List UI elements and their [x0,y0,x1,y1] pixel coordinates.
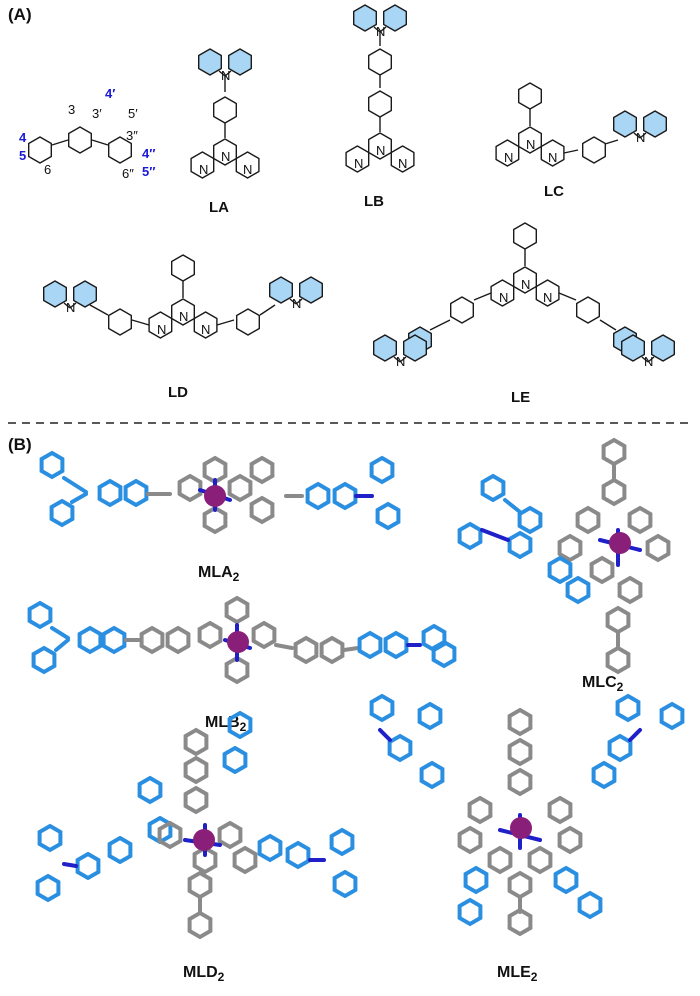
complex-MLB2-structure [27,596,457,684]
ligand-LA-label: LA [209,199,229,216]
complex-MLE2-label: MLE2 [497,964,538,984]
pos-6-label: 6 [44,162,51,177]
panel-b-label: (B) [8,435,32,454]
complex-MLA2-structure [39,451,401,534]
metal-center [609,532,631,554]
panel-a-label: (A) [8,5,32,24]
complex-MLA2-label: MLA2 [198,564,240,584]
pos-6pp-label: 6″ [122,166,134,181]
ligand-LE-structure [374,222,675,369]
pos-3pp-label: 3″ [126,128,138,143]
ligand-LC-structure [496,82,666,166]
pos-5p-label: 5′ [128,106,138,121]
metal-center [193,829,215,851]
pos-3-label: 3 [68,102,75,117]
pos-4p-label: 4′ [105,86,115,101]
pos-4pp-label: 4″ [142,146,155,161]
ligand-LA-structure [191,49,259,178]
ligand-LE-label: LE [511,389,530,406]
complex-MLC2-structure [457,438,671,674]
pos-5pp-label: 5″ [142,164,155,179]
ligand-LB-label: LB [364,193,384,210]
pos-5-label: 5 [19,148,26,163]
complex-MLD2-label: MLD2 [183,964,225,984]
ligand-LB-structure [346,5,414,172]
pos-4-label: 4 [19,130,27,145]
metal-center [204,485,226,507]
metal-center [227,631,249,653]
metal-center [510,817,532,839]
complex-MLD2-structure [35,711,358,939]
ligand-LD-structure [44,254,323,338]
complex-MLB2-label: MLB2 [205,714,247,734]
ligand-LD-label: LD [168,384,188,401]
complex-MLE2-structure [369,694,685,936]
complex-MLC2-label: MLC2 [582,674,624,694]
pos-3p-label: 3′ [92,106,102,121]
ligand-LC-label: LC [544,183,564,200]
terpyridine-numbered-structure [28,126,133,164]
